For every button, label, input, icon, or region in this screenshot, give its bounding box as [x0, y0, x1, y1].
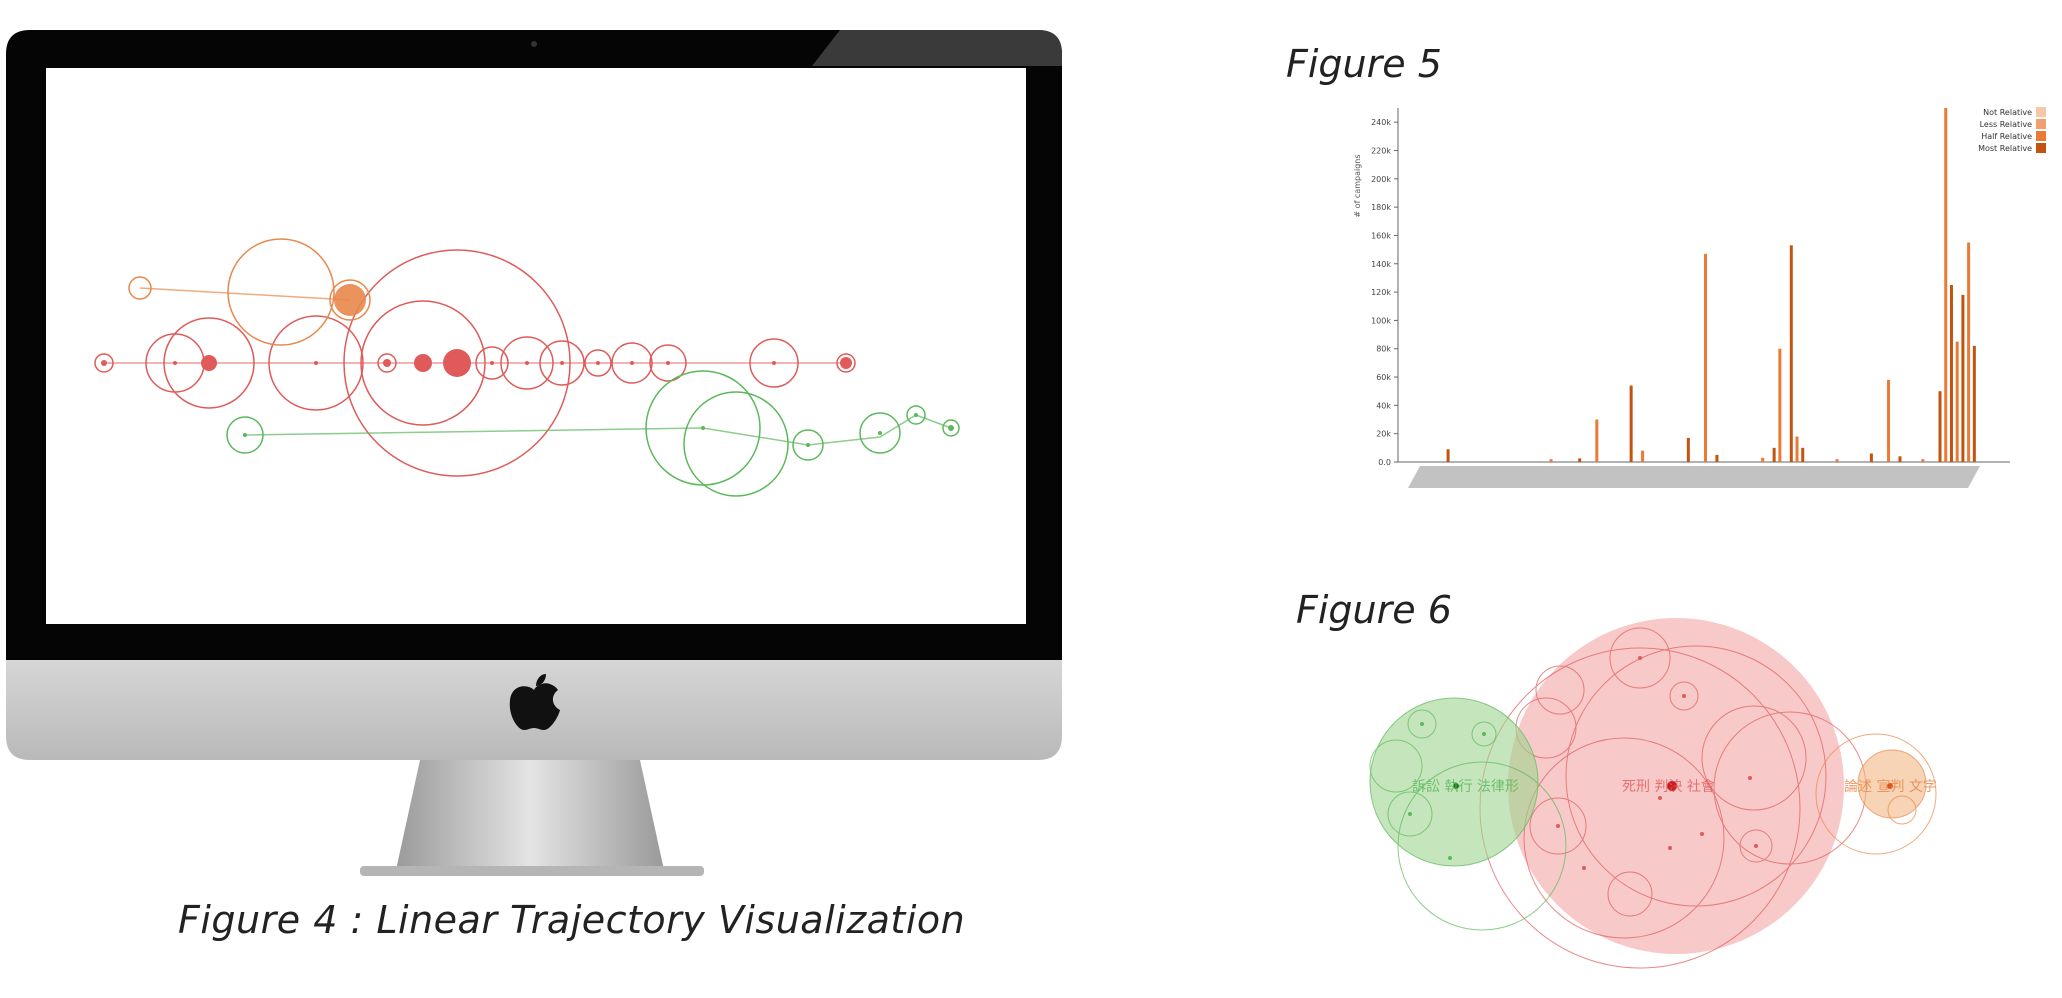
bar	[1595, 419, 1599, 462]
y-tick-label: 180k	[1371, 203, 1391, 212]
trajectory-red	[94, 249, 856, 477]
trajectory-orange-node	[334, 284, 366, 316]
cluster-orange-label: 論述 宣判 文字	[1844, 779, 1937, 795]
y-tick-label: 40k	[1376, 401, 1391, 410]
bar	[1772, 447, 1776, 462]
figure5-bar-chart: # of campaigns 0.0 20k 40k 60k 80k 100k 120k 14…	[1353, 107, 2046, 488]
cluster-orange-center	[1887, 783, 1893, 789]
legend-label: Less Relative	[1980, 120, 2032, 129]
legend-label: Most Relative	[1978, 144, 2032, 153]
y-tick-label: 20k	[1376, 430, 1391, 439]
bar	[1578, 458, 1582, 462]
apple-logo-icon	[509, 674, 560, 730]
y-tick-label: 100k	[1371, 316, 1391, 325]
y-tick-label: 240k	[1371, 118, 1391, 127]
figure4-caption: Figure 4 : Linear Trajectory Visualizati…	[178, 898, 966, 942]
figure6-caption: Figure 6	[1296, 588, 1452, 632]
figure6-bubble-chart: 死刑 判決 社會 訴訟 執行 法律形 論述 宣判 文字	[1369, 618, 1937, 969]
bar	[1641, 450, 1645, 462]
bar	[1629, 385, 1633, 462]
bar	[1921, 459, 1925, 462]
imac-glare	[812, 30, 1062, 66]
bar	[1961, 294, 1965, 462]
legend-swatch	[2036, 119, 2046, 129]
figure5-caption: Figure 5	[1286, 42, 1442, 86]
bar	[1955, 341, 1959, 462]
cluster-green-center	[1453, 783, 1459, 789]
bar	[1938, 391, 1942, 462]
bars	[1446, 108, 1976, 462]
y-ticks: 0.0 20k 40k 60k 80k 100k 120k 140k 160k 180k 200k 2…	[1371, 118, 1398, 467]
bar	[1835, 459, 1839, 462]
trajectory-green	[226, 370, 960, 497]
cluster-green	[1370, 698, 1538, 866]
bar	[1761, 457, 1765, 462]
y-tick-label: 220k	[1371, 146, 1391, 155]
cluster-red-label: 死刑 判決 社會	[1622, 779, 1715, 795]
y-tick-label: 80k	[1376, 345, 1391, 354]
imac-camera	[531, 41, 537, 47]
imac-screen	[46, 68, 1026, 624]
imac-stand-base	[360, 866, 704, 876]
bar	[1967, 242, 1971, 462]
bar	[1949, 285, 1953, 462]
y-tick-label: 120k	[1371, 288, 1391, 297]
bar	[1686, 437, 1690, 462]
imac-mockup	[6, 30, 1062, 876]
legend-label: Half Relative	[1981, 132, 2032, 141]
bar	[1715, 454, 1719, 462]
x-tick-labels	[1408, 466, 1980, 488]
y-axis-label: # of campaigns	[1353, 154, 1362, 217]
bar	[1795, 436, 1799, 462]
bar	[1944, 108, 1948, 462]
bar	[1972, 345, 1976, 462]
bar	[1778, 348, 1782, 462]
legend-label: Not Relative	[1983, 108, 2032, 117]
bar	[1789, 245, 1793, 462]
imac-stand	[396, 760, 664, 870]
legend-swatch	[2036, 143, 2046, 153]
trajectory-green-dots	[243, 413, 954, 447]
y-tick-label: 200k	[1371, 175, 1391, 184]
bar	[1549, 459, 1553, 462]
bar	[1869, 453, 1873, 462]
legend-swatch	[2036, 107, 2046, 117]
bar	[1704, 253, 1707, 462]
y-tick-label: 0.0	[1378, 458, 1391, 467]
trajectory-red-dots	[101, 349, 852, 377]
cluster-green-label: 訴訟 執行 法律形	[1412, 779, 1519, 795]
bar	[1801, 447, 1805, 462]
trajectory-orange	[128, 238, 371, 346]
cluster-red-center	[1667, 781, 1677, 791]
bar	[1887, 379, 1891, 462]
y-tick-label: 60k	[1376, 373, 1391, 382]
y-tick-label: 140k	[1371, 260, 1391, 269]
bar	[1446, 449, 1450, 462]
bar	[1898, 456, 1902, 462]
y-tick-label: 160k	[1371, 231, 1391, 240]
legend-swatch	[2036, 131, 2046, 141]
